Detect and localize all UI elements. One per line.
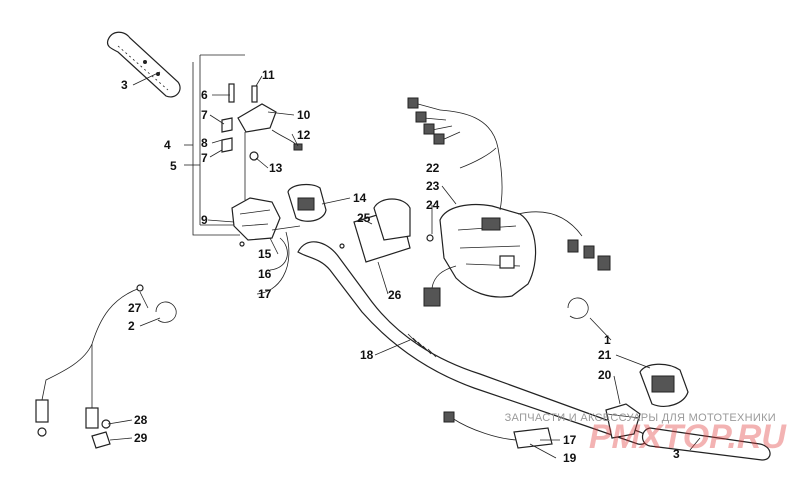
callout-18: 18 (360, 348, 374, 362)
right-control-housing (339, 198, 537, 307)
callout-29: 29 (134, 431, 148, 445)
right-hand-grip (641, 427, 771, 461)
callout-17-right: 17 (563, 433, 577, 447)
callout-5: 5 (170, 159, 177, 173)
callout-7-lower: 7 (201, 151, 208, 165)
throttle-cable-sensor (35, 284, 144, 449)
callout-16: 16 (258, 267, 272, 281)
callout-28: 28 (134, 413, 148, 427)
callout-2: 2 (128, 319, 135, 333)
callout-24: 24 (426, 198, 440, 212)
callout-10: 10 (297, 108, 311, 122)
callout-8: 8 (201, 136, 208, 150)
callout-21: 21 (598, 348, 612, 362)
callout-leaders (107, 71, 701, 459)
callout-12: 12 (297, 128, 311, 142)
callout-17-left: 17 (258, 287, 272, 301)
handlebar-switch-left (287, 183, 327, 222)
callout-27: 27 (128, 301, 142, 315)
throttle-housing (231, 197, 301, 247)
callout-22: 22 (426, 161, 440, 175)
callout-9: 9 (201, 213, 208, 227)
watermark-text: ЗАПЧАСТИ И АКСЕССУАРЫ ДЛЯ МОТОТЕХНИКИ (505, 412, 776, 424)
right-harness-connector (443, 411, 553, 449)
callout-13: 13 (269, 161, 283, 175)
callout-23: 23 (426, 179, 440, 193)
clip-ring-1 (567, 297, 589, 319)
callout-11: 11 (262, 68, 275, 82)
callout-7-upper: 7 (201, 108, 208, 122)
left-hand-grip (106, 31, 181, 98)
callout-15: 15 (258, 247, 272, 261)
wiring-harness-right (517, 211, 611, 271)
callout-19: 19 (563, 451, 577, 465)
clip-ring-2 (155, 301, 177, 323)
right-switch-assembly (605, 363, 689, 439)
callout-4: 4 (164, 138, 171, 152)
watermark-logo: PMXTOP.RU (589, 418, 788, 456)
callout-14: 14 (353, 191, 367, 205)
callout-labels: 1 2 3 3 4 5 6 7 7 8 9 10 11 12 13 14 15 … (121, 68, 680, 465)
callout-26: 26 (388, 288, 402, 302)
callout-6: 6 (201, 88, 208, 102)
callout-3-left: 3 (121, 78, 128, 92)
callout-1: 1 (604, 333, 611, 347)
callout-20: 20 (598, 368, 612, 382)
callout-25: 25 (357, 211, 371, 225)
watermark: ЗАПЧАСТИ И АКСЕССУАРЫ ДЛЯ МОТОТЕХНИКИ PM… (505, 412, 788, 456)
throttle-bracket-parts (221, 83, 303, 200)
wiring-harness-22 (407, 97, 503, 211)
callout-3-right: 3 (673, 447, 680, 461)
